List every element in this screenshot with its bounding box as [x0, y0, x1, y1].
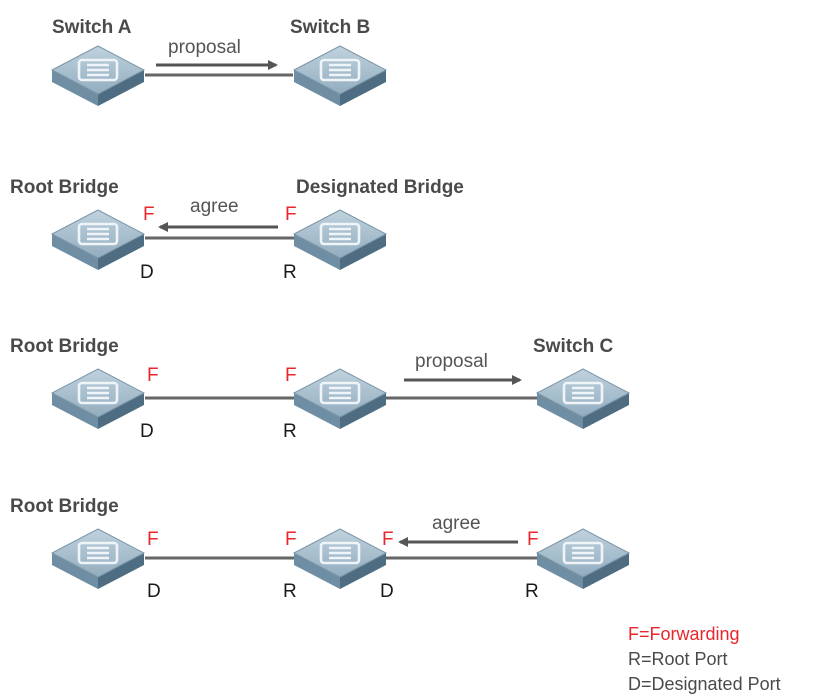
step-4-designated-bridge-icon	[292, 527, 388, 591]
step-1-label-switch-b: Switch B	[290, 17, 370, 38]
step-3: Root Bridge Switch C proposal F F D R	[10, 336, 631, 442]
step-2-message: agree	[190, 196, 239, 217]
legend-designated-port: D=Designated Port	[628, 674, 781, 694]
step-1: Switch A Switch B proposal	[50, 17, 388, 108]
step-4-port-role-4: R	[525, 581, 539, 602]
step-2-designated-bridge-icon	[292, 208, 388, 272]
step-4-port-state-2: F	[285, 529, 297, 550]
step-4-port-role-3: D	[380, 581, 394, 602]
step-2-port-state-1: F	[143, 204, 155, 225]
step-2-port-role-2: R	[283, 262, 297, 283]
step-3-label-root-bridge: Root Bridge	[10, 336, 119, 357]
step-3-label-switch-c: Switch C	[533, 336, 614, 357]
step-3-switch-c-icon	[535, 367, 631, 431]
step-4-switch-c-icon	[535, 527, 631, 591]
step-4-label-root-bridge: Root Bridge	[10, 496, 119, 517]
step-1-message: proposal	[168, 37, 241, 58]
step-4-port-state-1: F	[147, 529, 159, 550]
step-4-port-role-2: R	[283, 581, 297, 602]
legend-forwarding: F=Forwarding	[628, 624, 740, 644]
step-4-root-bridge-icon	[50, 527, 146, 591]
step-4-port-role-1: D	[147, 581, 161, 602]
step-3-port-role-1: D	[140, 421, 154, 442]
step-2-root-bridge-icon	[50, 208, 146, 272]
legend-root-port: R=Root Port	[628, 649, 728, 669]
step-2-port-state-2: F	[285, 204, 297, 225]
step-2-label-designated-bridge: Designated Bridge	[296, 177, 464, 198]
step-1-switch-b-icon	[292, 44, 388, 108]
step-3-message: proposal	[415, 351, 488, 372]
step-3-port-state-1: F	[147, 365, 159, 386]
step-3-root-bridge-icon	[50, 367, 146, 431]
step-4-port-state-3: F	[382, 529, 394, 550]
step-3-port-state-2: F	[285, 365, 297, 386]
step-1-label-switch-a: Switch A	[52, 17, 132, 38]
step-2: Root Bridge Designated Bridge agree F F …	[10, 177, 464, 283]
step-2-port-role-1: D	[140, 262, 154, 283]
step-2-label-root-bridge: Root Bridge	[10, 177, 119, 198]
step-4-port-state-4: F	[527, 529, 539, 550]
step-4-message: agree	[432, 513, 481, 534]
step-1-switch-a-icon	[50, 44, 146, 108]
legend: F=Forwarding R=Root Port D=Designated Po…	[628, 624, 781, 694]
step-4: Root Bridge agree F F F F D R D R	[10, 496, 631, 602]
step-3-designated-bridge-icon	[292, 367, 388, 431]
step-3-port-role-2: R	[283, 421, 297, 442]
